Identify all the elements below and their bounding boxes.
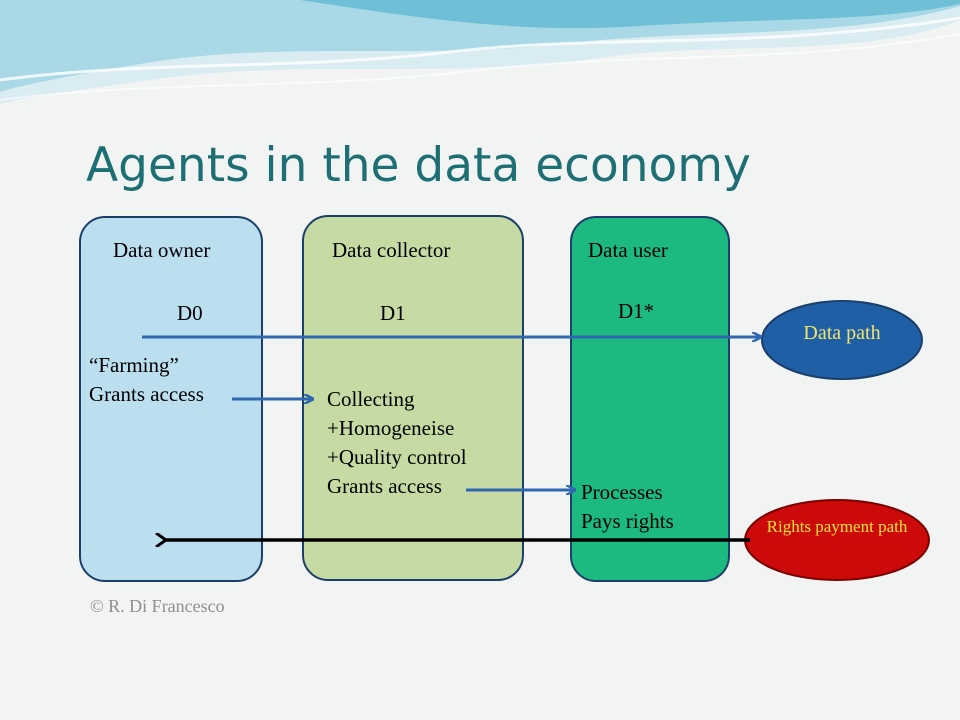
data-path-ellipse xyxy=(761,300,923,380)
data-collector-header: Data collector xyxy=(332,238,451,262)
data-path-label: Data path xyxy=(803,322,881,344)
data-owner-header: Data owner xyxy=(113,238,211,262)
slide-title: Agents in the data economy xyxy=(86,138,751,193)
owner-farming-text: “Farming” xyxy=(89,353,179,377)
data-user-header: Data user xyxy=(588,238,668,262)
dataset-d1-star-label: D1* xyxy=(618,299,655,323)
rights-payment-label: Rights payment path xyxy=(766,517,908,536)
collector-grants-access-text: Grants access xyxy=(327,474,442,498)
user-pays-rights-text: Pays rights xyxy=(581,509,674,533)
collector-homogeneise-text: +Homogeneise xyxy=(327,416,455,440)
user-processes-text: Processes xyxy=(581,480,663,504)
data-collector-box xyxy=(302,215,524,581)
rights-payment-ellipse xyxy=(744,499,930,581)
copyright-text: © R. Di Francesco xyxy=(90,596,225,616)
dataset-d1-label: D1 xyxy=(380,301,406,325)
header-wave-decoration xyxy=(0,0,960,104)
owner-grants-access-text: Grants access xyxy=(89,382,204,406)
collector-quality-control-text: +Quality control xyxy=(327,445,467,469)
data-user-box xyxy=(570,216,730,582)
dataset-d0-label: D0 xyxy=(177,301,203,325)
collector-collecting-text: Collecting xyxy=(327,387,415,411)
